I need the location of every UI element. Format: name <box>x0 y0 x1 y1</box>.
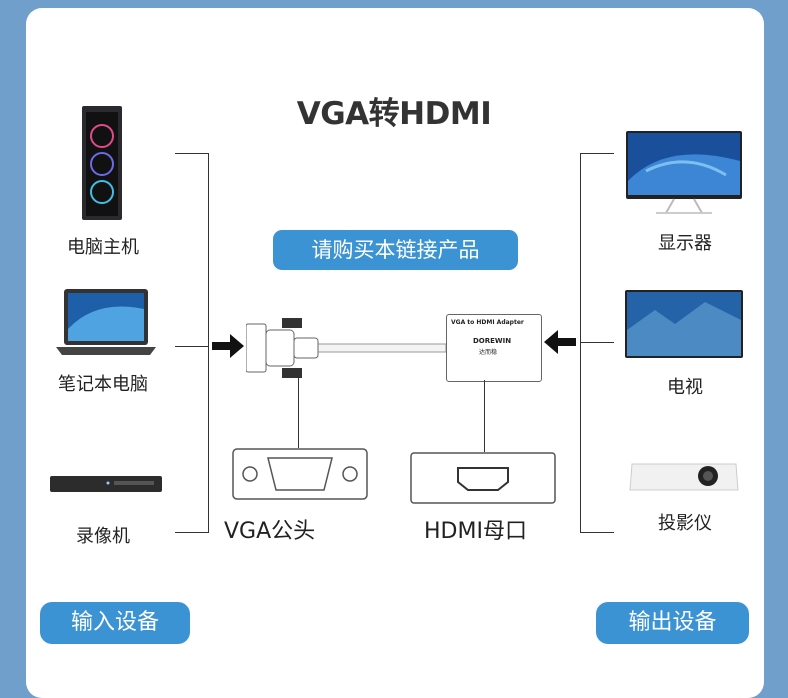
input-bracket-vertical <box>208 153 209 533</box>
output-bracket-top <box>580 153 614 154</box>
input-devices-badge: 输入设备 <box>40 602 190 644</box>
input-device-label: 录像机 <box>76 526 130 547</box>
page-title: VGA转HDMI <box>296 96 492 132</box>
adapter-box: VGA to HDMI Adapter DOREWIN 达而稳 <box>446 314 542 382</box>
monitor-icon <box>626 131 742 219</box>
vga-port-icon <box>232 448 368 510</box>
buy-button[interactable]: 请购买本链接产品 <box>273 230 518 270</box>
arrow-left-icon <box>544 330 576 358</box>
hdmi-port-icon <box>410 452 556 510</box>
hdmi-callout-line <box>484 380 485 452</box>
vga-plug-icon <box>245 318 566 382</box>
output-device-label: 电视 <box>667 377 703 398</box>
hdmi-port-label: HDMI母口 <box>424 519 527 544</box>
arrow-right-icon <box>212 334 244 362</box>
adapter-brand-text: DOREWIN <box>473 337 512 345</box>
output-bracket-mid <box>580 342 614 343</box>
input-bracket-mid <box>175 346 209 347</box>
output-bracket-bottom <box>580 532 614 533</box>
input-bracket-top <box>175 153 209 154</box>
input-device-label: 电脑主机 <box>67 237 139 258</box>
adapter-model-text: VGA to HDMI Adapter <box>451 319 524 326</box>
input-device-label: 笔记本电脑 <box>58 374 148 395</box>
laptop-icon <box>56 289 156 361</box>
output-device-label: 显示器 <box>658 233 712 254</box>
projector-icon <box>628 456 740 500</box>
output-device-label: 投影仪 <box>658 513 712 534</box>
input-bracket-bottom <box>175 532 209 533</box>
vga-port-label: VGA公头 <box>224 519 316 544</box>
output-bracket-vertical <box>580 153 581 533</box>
desktop-tower-icon <box>82 106 122 224</box>
output-devices-badge: 输出设备 <box>596 602 749 644</box>
video-recorder-icon <box>50 476 162 498</box>
vga-callout-line <box>298 378 299 448</box>
tv-icon <box>625 290 743 366</box>
adapter-brand-sub-text: 达而稳 <box>479 349 498 356</box>
